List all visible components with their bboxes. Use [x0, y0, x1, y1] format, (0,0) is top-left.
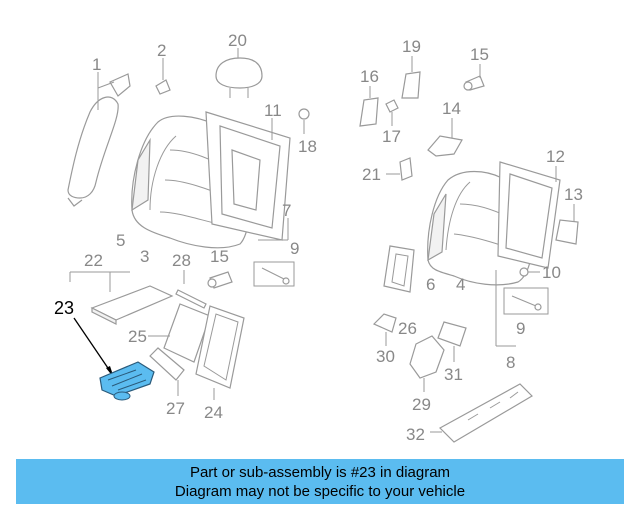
banner-line-2: Diagram may not be specific to your vehi…	[174, 482, 466, 500]
label-2: 2	[157, 41, 166, 60]
part-29-mechanism	[409, 335, 445, 392]
part-32-armrest	[430, 383, 533, 443]
part-18-grommet	[298, 108, 310, 134]
label-25: 25	[128, 327, 147, 346]
label-16: 16	[360, 67, 379, 86]
part-23-highlighted[interactable]	[73, 317, 155, 401]
label-30: 30	[376, 347, 395, 366]
label-17: 17	[382, 127, 401, 146]
label-9-right: 9	[516, 319, 525, 338]
label-21: 21	[362, 165, 381, 184]
label-29: 29	[412, 395, 431, 414]
label-15-right: 15	[470, 45, 489, 64]
part-27-cover	[149, 347, 185, 396]
part-22-bracket	[69, 271, 174, 325]
label-22: 22	[84, 251, 103, 270]
label-24: 24	[204, 403, 223, 422]
part-30-clip	[372, 313, 397, 346]
part-11-frame	[205, 111, 291, 241]
part-12-frame	[497, 161, 561, 269]
label-12: 12	[546, 147, 565, 166]
label-8: 8	[506, 353, 515, 372]
part-17-screw	[385, 99, 399, 126]
label-27: 27	[166, 399, 185, 418]
part-9-bolt-left	[253, 218, 295, 287]
part-21-bolt	[386, 157, 413, 181]
part-10-bolt	[519, 267, 540, 277]
part-26-bracket	[383, 245, 415, 293]
part-15-right	[463, 64, 485, 91]
banner-line-1: Part or sub-assembly is #23 in diagram	[189, 463, 451, 481]
label-15-left: 15	[210, 247, 229, 266]
label-5: 5	[116, 231, 125, 250]
label-26: 26	[398, 319, 417, 338]
part-13-trim	[555, 204, 579, 245]
label-19: 19	[402, 37, 421, 56]
part-28-strip	[175, 270, 207, 309]
label-11: 11	[264, 101, 282, 120]
label-1: 1	[92, 55, 101, 74]
part-15-left	[207, 271, 233, 289]
parts-diagram: 1 2 20 11 18 7 9 5 3 22 28 15 23 25 27 2…	[54, 31, 583, 444]
info-banner: Part or sub-assembly is #23 in diagram D…	[16, 459, 624, 504]
label-9-left: 9	[290, 239, 299, 258]
part-20-headrest	[215, 48, 263, 98]
part-14-bracket	[427, 118, 463, 157]
label-14: 14	[442, 99, 461, 118]
part-1-side-trim	[67, 72, 131, 207]
label-32: 32	[406, 425, 425, 444]
label-18: 18	[298, 137, 317, 156]
part-24-back-panel	[195, 305, 245, 400]
part-2-clip	[155, 58, 171, 95]
label-20: 20	[228, 31, 247, 50]
label-28: 28	[172, 251, 191, 270]
label-13: 13	[564, 185, 583, 204]
label-4: 4	[456, 275, 465, 294]
label-31: 31	[444, 365, 463, 384]
part-31-bracket	[437, 321, 467, 362]
label-7: 7	[282, 201, 291, 220]
label-23: 23	[54, 298, 74, 318]
label-10: 10	[542, 263, 561, 282]
part-19-trim	[401, 56, 421, 99]
label-6: 6	[426, 275, 435, 294]
label-3: 3	[140, 247, 149, 266]
part-9-bolt-right	[495, 270, 549, 347]
part-16-trim	[359, 86, 379, 127]
